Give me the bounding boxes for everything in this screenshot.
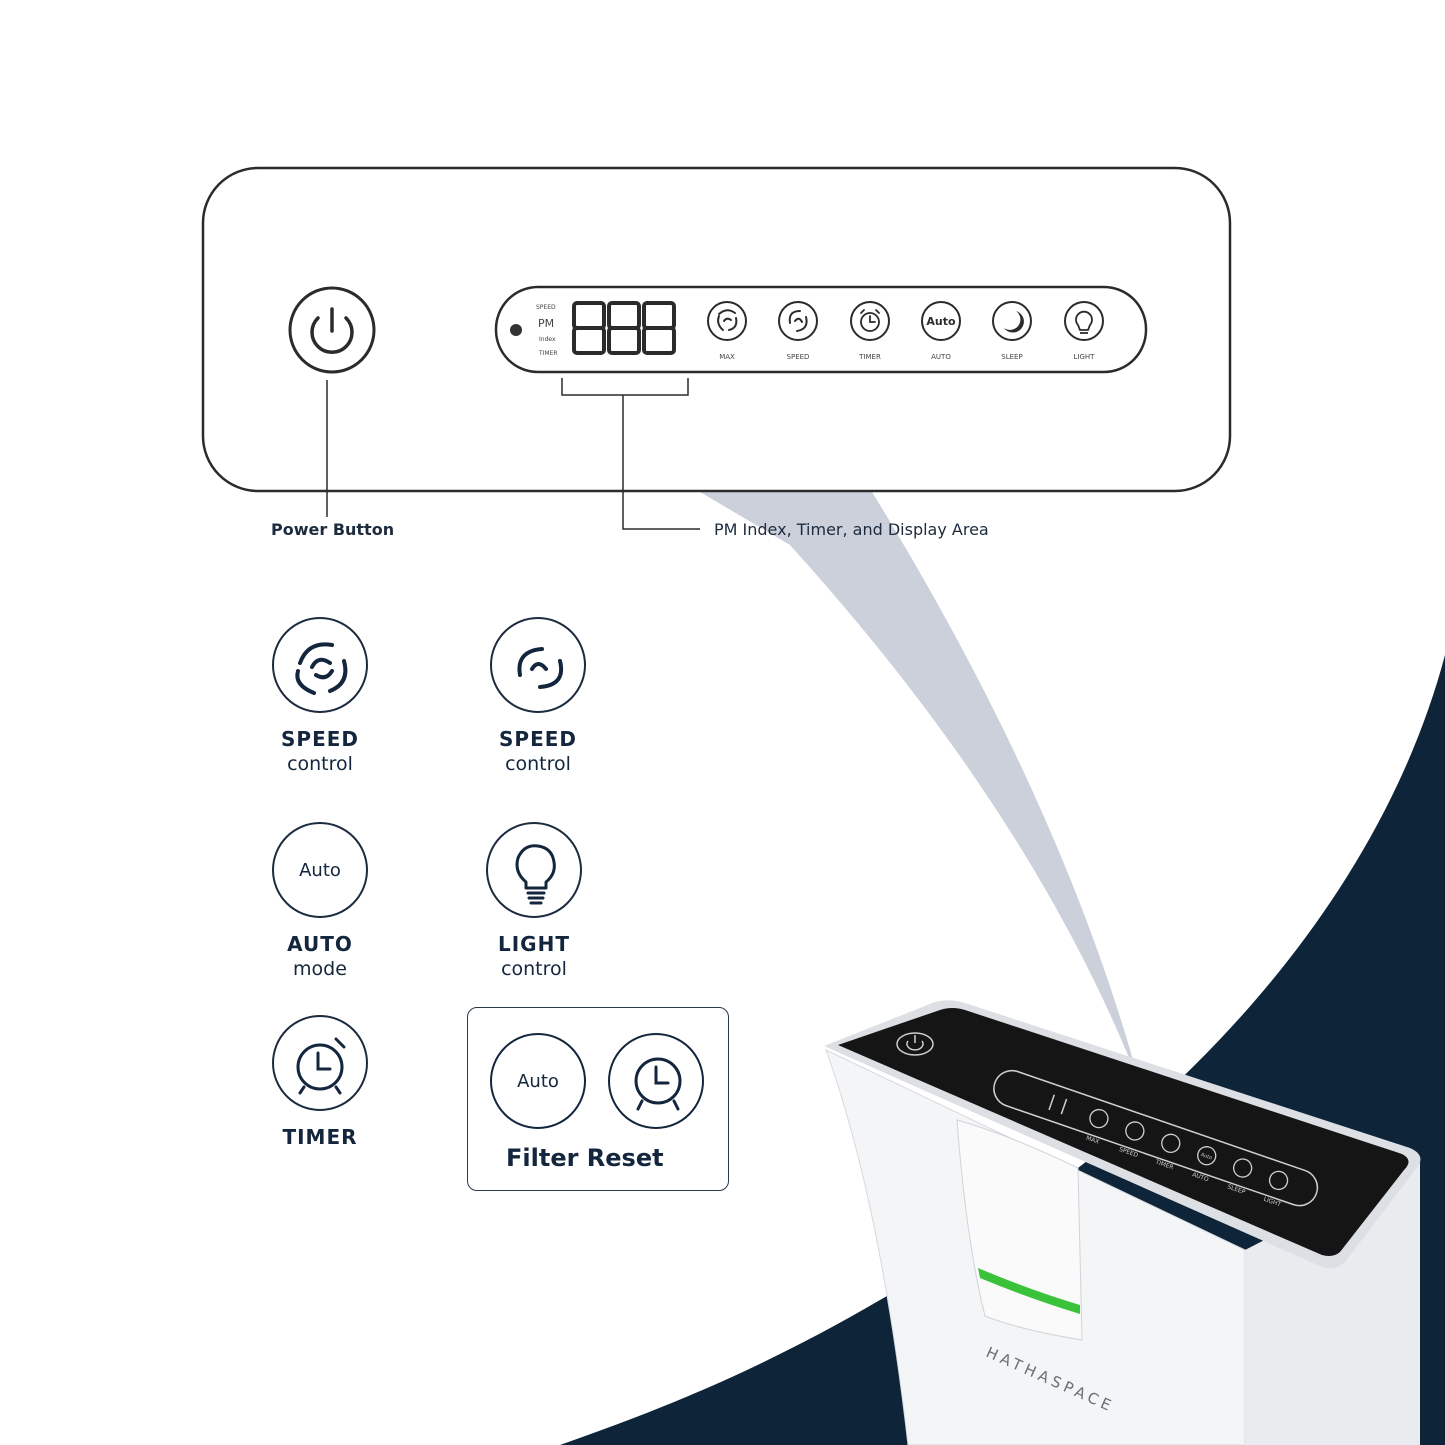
segment-digit — [607, 301, 641, 355]
product-label-max: MAX — [1085, 1135, 1100, 1146]
button-strip — [494, 285, 1148, 374]
feature-speed-max: SPEED control — [220, 617, 420, 775]
max-button[interactable]: MAX — [707, 301, 747, 361]
segment-digit — [642, 301, 676, 355]
auto-button[interactable]: Auto AUTO — [921, 301, 961, 361]
feature-title: LIGHT — [498, 932, 570, 956]
segment-display — [572, 301, 676, 355]
feature-subtitle: control — [501, 958, 567, 980]
alarm-clock-icon — [608, 1033, 704, 1129]
green-indicator-ring — [978, 1268, 1080, 1314]
timer-button[interactable]: TIMER — [850, 301, 890, 361]
auto-label: AUTO — [931, 353, 951, 361]
bulb-icon — [486, 822, 582, 918]
feature-speed: SPEED control — [438, 617, 638, 775]
power-icon — [310, 307, 354, 355]
light-button[interactable]: LIGHT — [1064, 301, 1104, 361]
purifier-handle — [956, 1119, 1083, 1341]
timer-label: TIMER — [858, 353, 881, 361]
bulb-icon — [1075, 310, 1093, 334]
feature-subtitle: control — [287, 753, 353, 775]
light-beam-shape — [700, 492, 1140, 1085]
display-area-callout: PM Index, Timer, and Display Area — [714, 520, 989, 539]
feature-light: LIGHT control — [434, 822, 634, 980]
sleep-label: SLEEP — [1001, 353, 1022, 361]
power-button-callout: Power Button — [271, 520, 395, 539]
speed-button[interactable]: SPEED — [778, 301, 818, 361]
feature-timer: TIMER — [220, 1015, 420, 1149]
auto-icon: Auto — [490, 1033, 586, 1129]
feature-auto: Auto AUTO mode — [220, 822, 420, 980]
indicator-label-timer: TIMER — [538, 350, 558, 357]
product-control-strip: MAX SPEED TIMER AUTO SLEEP LIGHT Auto — [993, 1069, 1319, 1208]
purifier-glass-top — [838, 1008, 1409, 1256]
feature-subtitle: control — [505, 753, 571, 775]
feature-title: SPEED — [281, 727, 359, 751]
product-auto-icon: Auto — [1200, 1152, 1213, 1161]
status-led — [510, 324, 522, 336]
filter-reset-box: Auto Filter Reset — [467, 1007, 729, 1191]
fan-max-icon — [717, 309, 738, 331]
indicator-label-pm: PM — [538, 317, 554, 330]
speed-label: SPEED — [787, 353, 810, 361]
filter-reset-label: Filter Reset — [506, 1144, 664, 1172]
feature-title: SPEED — [499, 727, 577, 751]
moon-icon — [1004, 311, 1024, 333]
sleep-button[interactable]: SLEEP — [992, 301, 1032, 361]
fan-speed-icon — [788, 310, 808, 332]
power-button[interactable] — [288, 286, 376, 374]
auto-icon: Auto — [272, 822, 368, 918]
feature-subtitle: mode — [293, 958, 347, 980]
alarm-clock-icon — [860, 309, 880, 332]
alarm-clock-icon — [272, 1015, 368, 1111]
feature-title: TIMER — [282, 1125, 358, 1149]
indicator-label-speed: SPEED — [536, 304, 556, 311]
light-label: LIGHT — [1074, 353, 1096, 361]
segment-digit — [572, 301, 606, 355]
fan-max-icon — [272, 617, 368, 713]
display-bracket — [561, 378, 700, 530]
max-label: MAX — [719, 353, 735, 361]
auto-icon: Auto — [926, 315, 956, 328]
indicator-label-index: Index — [539, 336, 556, 343]
product-power-button — [896, 1032, 934, 1056]
feature-title: AUTO — [287, 932, 353, 956]
fan-speed-icon — [490, 617, 586, 713]
